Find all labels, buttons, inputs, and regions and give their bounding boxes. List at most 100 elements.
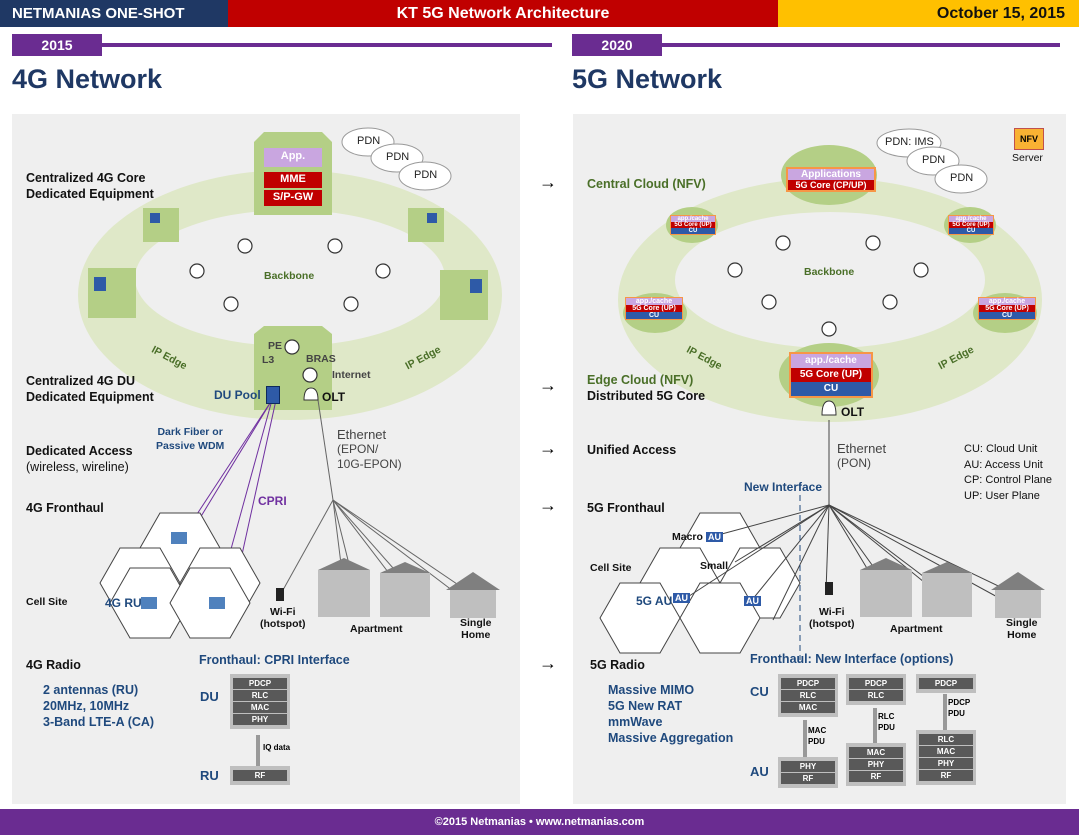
row-fronthaul-4g: 4G Fronthaul xyxy=(26,501,104,515)
backbone-label-5g: Backbone xyxy=(804,266,855,278)
du-stack-label: DU xyxy=(200,689,219,704)
internet-label: Internet xyxy=(332,369,371,381)
opt2-au-stack: MAC PHY RF xyxy=(846,743,906,786)
apartment-label-5g: Apartment xyxy=(890,623,943,635)
fronthaul-title-5g: Fronthaul: New Interface (options) xyxy=(750,652,954,666)
pe-label: PE xyxy=(268,340,283,352)
applications-label: Applications xyxy=(788,169,874,180)
ru-label-4g: 4G RU xyxy=(105,596,142,610)
au-icon-2: AU xyxy=(744,596,761,606)
core-app-label: App. xyxy=(280,150,306,162)
opt2-cu-stack: PDCP RLC xyxy=(846,674,906,705)
pdn-clouds-4g xyxy=(341,127,452,191)
au-layer: PHY xyxy=(781,761,835,772)
row-central-5g: Central Cloud (NFV) xyxy=(587,177,706,191)
header-title: KT 5G Network Architecture xyxy=(228,0,778,27)
arrow-access: → xyxy=(539,438,557,458)
core-equipment-4g xyxy=(254,132,332,215)
cu-layer: RLC xyxy=(781,690,835,701)
au-stack-label: AU xyxy=(750,764,769,779)
au-layer: RF xyxy=(919,770,973,781)
year-bar-right xyxy=(572,43,1060,47)
access-lines-5g xyxy=(682,420,1039,621)
header-date: October 15, 2015 xyxy=(778,0,1079,27)
au-layer: MAC xyxy=(919,746,973,757)
row-radio-4g: 4G Radio xyxy=(26,658,81,672)
wifi-label-5g: Wi-Fi(hotspot) xyxy=(809,606,855,630)
bras-label: BRAS xyxy=(306,353,336,365)
edge-cloud-core-box: app./cache 5G Core (UP) CU xyxy=(789,352,873,398)
opt1-cu-stack: PDCP RLC MAC xyxy=(778,674,838,717)
au-layer: MAC xyxy=(849,747,903,758)
buildings-5g xyxy=(860,558,1045,618)
edge-core-box: app./cache 5G Core (UP) CU xyxy=(625,297,683,320)
header-brand: NETMANIAS ONE-SHOT xyxy=(0,0,228,27)
pdn-clouds-5g xyxy=(876,128,988,194)
ru-icon-1 xyxy=(171,532,187,544)
apartment-label-4g: Apartment xyxy=(350,623,403,635)
du-pool-label: DU Pool xyxy=(214,388,261,402)
au-layer: RF xyxy=(849,771,903,782)
ethernet-label-4g: Ethernet(EPON/10G-EPON) xyxy=(337,427,402,471)
cu-layer: PDCP xyxy=(919,678,973,689)
opt3-au-stack: RLC MAC PHY RF xyxy=(916,730,976,785)
pdn-label-5g-3: PDN xyxy=(950,172,974,184)
olt-icon-4g xyxy=(303,387,319,401)
row-radio-5g: 5G Radio xyxy=(590,658,645,672)
olt-icon-5g xyxy=(821,400,837,416)
au-layer: RF xyxy=(781,773,835,784)
title-4g-network: 4G Network xyxy=(12,64,163,94)
server-label: Server xyxy=(1012,152,1043,164)
year-tag-2015: 2015 xyxy=(12,34,102,56)
cu-layer: RLC xyxy=(849,690,903,701)
au-layer: PHY xyxy=(849,759,903,770)
row-access-5g: Unified Access xyxy=(587,443,677,457)
wifi-label-4g: Wi-Fi(hotspot) xyxy=(260,606,306,630)
central-core-box: Applications 5G Core (CP/UP) xyxy=(786,167,876,192)
au-layer: PHY xyxy=(919,758,973,769)
new-interface-label: New Interface xyxy=(744,480,823,494)
ru-icon-3 xyxy=(209,597,225,609)
du-layer: PHY xyxy=(233,714,287,725)
title-5g-network: 5G Network xyxy=(572,64,723,94)
pdn-label-5g-1: PDN: IMS xyxy=(885,136,934,148)
buildings-4g xyxy=(318,558,500,618)
year-tag-2020: 2020 xyxy=(572,34,662,56)
ethernet-label-5g: Ethernet(PON) xyxy=(837,441,887,470)
au-icon-1: AU xyxy=(673,593,690,603)
year-bar-left xyxy=(12,43,552,47)
cu-stack-label: CU xyxy=(750,684,769,699)
backbone-label-4g: Backbone xyxy=(264,270,315,282)
cu-layer: PDCP xyxy=(849,678,903,689)
ru-stack: RF xyxy=(230,766,290,785)
small-cell-label: Small xyxy=(700,560,729,572)
pdn-label-4g-2: PDN xyxy=(386,151,410,163)
routers-4g xyxy=(189,238,391,383)
row-edge-5g: Edge Cloud (NFV)Distributed 5G Core xyxy=(587,373,706,403)
du-layer: MAC xyxy=(233,702,287,713)
au-5g-label: 5G AU xyxy=(636,594,673,608)
edge-equipment-4g xyxy=(88,208,488,320)
wifi-icon-4g xyxy=(276,588,284,601)
l3-label: L3 xyxy=(262,354,275,366)
du-pool-icon xyxy=(266,386,280,404)
nfv-server-icon: NFV xyxy=(1014,128,1044,150)
ru-icon-2 xyxy=(141,597,157,609)
core-spgw-label: S/P-GW xyxy=(272,191,314,203)
ru-layer: RF xyxy=(233,770,287,781)
ru-stack-label: RU xyxy=(200,768,219,783)
du-stack: PDCP RLC MAC PHY xyxy=(230,674,290,729)
backbone-core-5g xyxy=(675,212,985,348)
iq-data-label: IQ data xyxy=(263,743,291,752)
row-cellsite-4g: Cell Site xyxy=(26,596,68,608)
